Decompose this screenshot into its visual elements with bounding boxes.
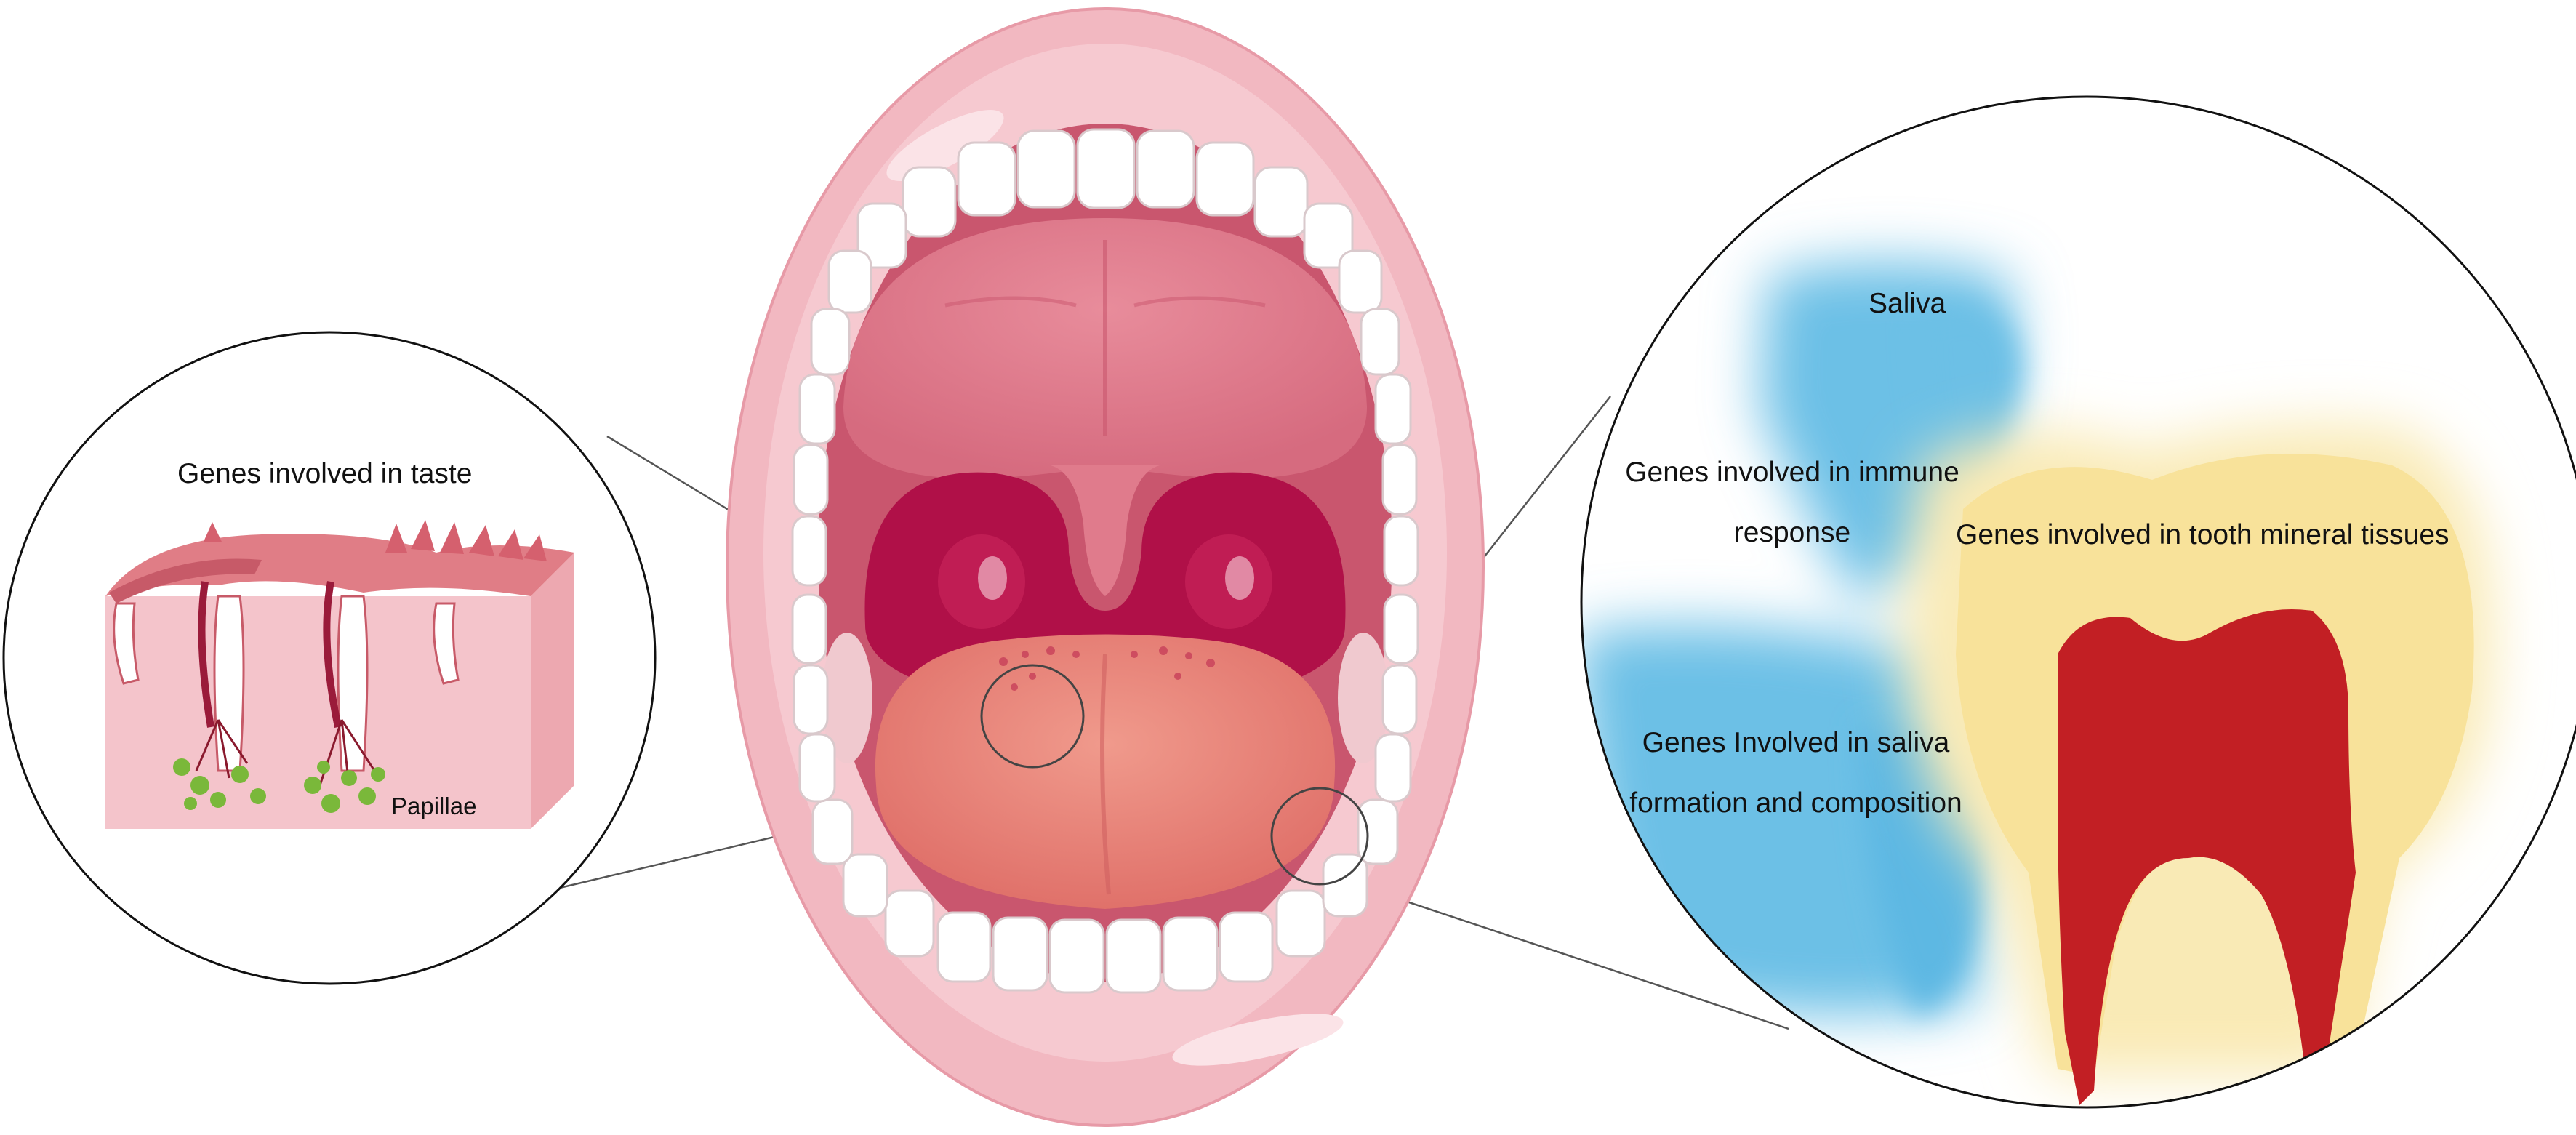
papillae-tissue-block (105, 520, 574, 829)
tooth-detail-circle (1580, 95, 2576, 1109)
upper-teeth (791, 128, 1419, 587)
uvula (1051, 465, 1160, 596)
tongue (875, 634, 1336, 909)
taste-detail-circle (2, 331, 657, 985)
saliva-label: Saliva (1869, 288, 1946, 319)
tooth-pulp (2058, 609, 2356, 1105)
tooth-mineral-genes-label: Genes involved in tooth mineral tissues (1956, 519, 2449, 550)
papillae-label: Papillae (391, 793, 477, 819)
tooth-zoom-marker (1270, 787, 1369, 886)
mouth-illustration (726, 7, 1485, 1127)
lower-teeth (791, 593, 1419, 994)
taste-buds (173, 758, 385, 813)
taste-zoom-marker (980, 664, 1085, 769)
saliva-formation-genes-label: Genes Involved in saliva formation and c… (1629, 727, 1962, 819)
taste-genes-label: Genes involved in taste (177, 458, 473, 489)
immune-genes-label: Genes involved in immune response (1625, 457, 1959, 548)
